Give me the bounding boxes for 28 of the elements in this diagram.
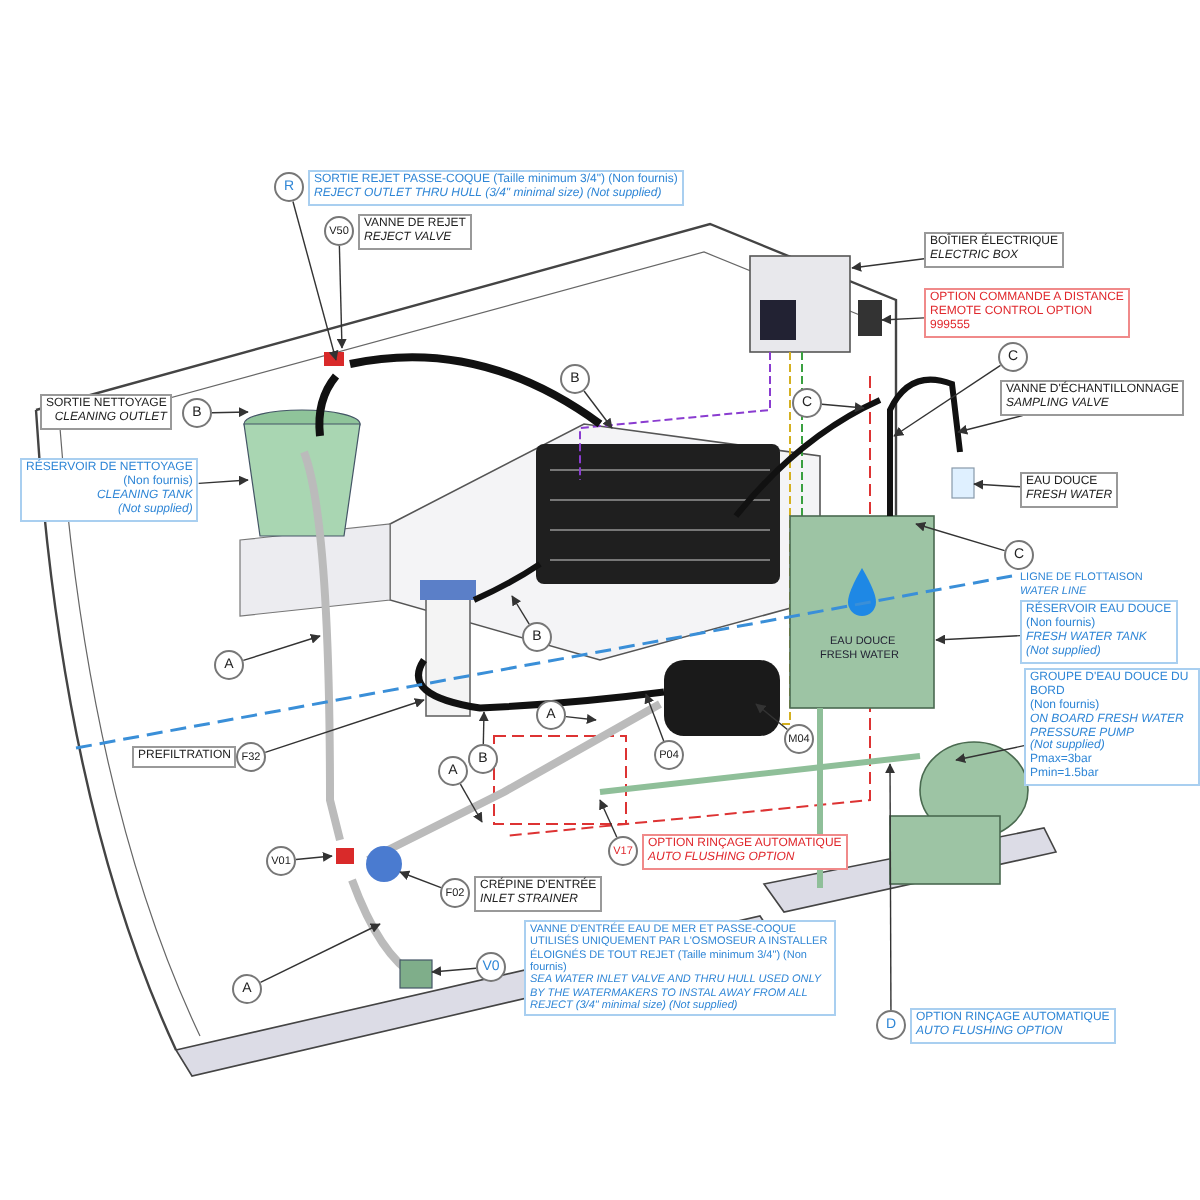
leader-line — [264, 698, 425, 753]
leader-line — [295, 851, 333, 862]
leader-line — [242, 634, 321, 662]
leader-line — [973, 479, 1021, 490]
leader-line — [259, 923, 381, 984]
leader-line — [893, 364, 1002, 437]
leader-line — [851, 258, 925, 272]
leader-line — [431, 966, 477, 977]
leader-line — [915, 521, 1006, 552]
leader-line — [211, 407, 249, 418]
leader-line — [885, 763, 896, 1011]
leader-line — [755, 703, 789, 731]
leader-line — [478, 711, 489, 745]
leader-line — [583, 390, 613, 429]
leader-line — [198, 475, 249, 486]
leader-line — [957, 414, 1024, 435]
leader-line — [821, 402, 865, 413]
leader-line — [511, 595, 530, 625]
leader-line — [292, 200, 339, 361]
leader-line — [881, 314, 925, 325]
leader-line — [644, 693, 665, 742]
leader-line — [599, 799, 618, 839]
leader-line — [399, 870, 442, 889]
leader-line — [955, 744, 1025, 763]
leader-line — [459, 783, 483, 823]
leader-line — [336, 245, 347, 349]
leader-line — [565, 714, 597, 724]
leader-line — [935, 634, 1021, 645]
